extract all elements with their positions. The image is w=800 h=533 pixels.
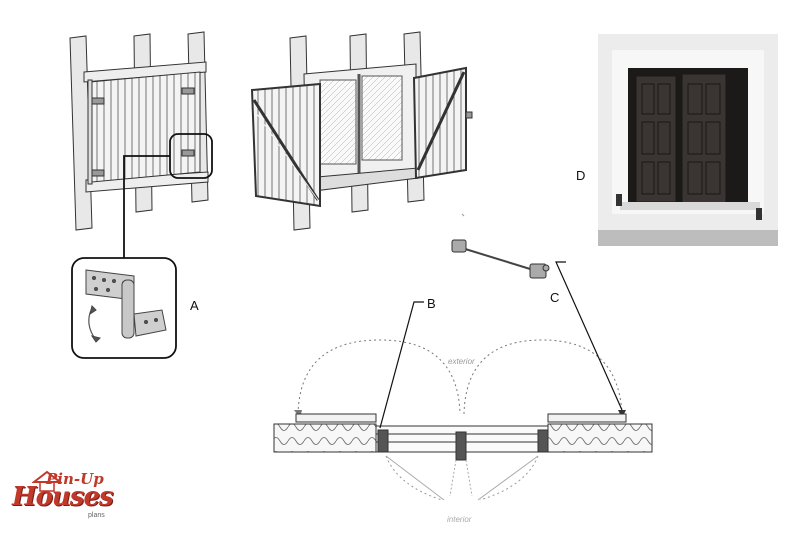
label-c: C bbox=[550, 290, 560, 305]
logo-line1: Pin-Up bbox=[46, 470, 104, 488]
house-icon bbox=[32, 470, 62, 492]
leader-c bbox=[555, 261, 623, 411]
shutter-photo-art bbox=[598, 34, 778, 246]
label-interior: interior bbox=[447, 515, 472, 524]
label-exterior: exterior bbox=[448, 357, 475, 366]
plan-section bbox=[273, 339, 653, 501]
label-d: D bbox=[576, 168, 586, 183]
shutter-photo bbox=[598, 34, 778, 246]
leader-b bbox=[379, 301, 424, 429]
hinge-leader bbox=[123, 155, 170, 262]
open-shutters-drawing bbox=[250, 31, 473, 231]
label-a: A bbox=[190, 298, 199, 313]
logo-line2: Houses bbox=[12, 482, 114, 512]
brand-logo: Pin-Up Houses plans bbox=[10, 470, 130, 525]
hinge-detail-drawing bbox=[85, 269, 167, 343]
label-b: B bbox=[427, 296, 436, 311]
closed-shutter-drawing bbox=[69, 31, 209, 231]
logo-line3: plans bbox=[88, 512, 105, 519]
holdback-hardware bbox=[451, 213, 550, 279]
